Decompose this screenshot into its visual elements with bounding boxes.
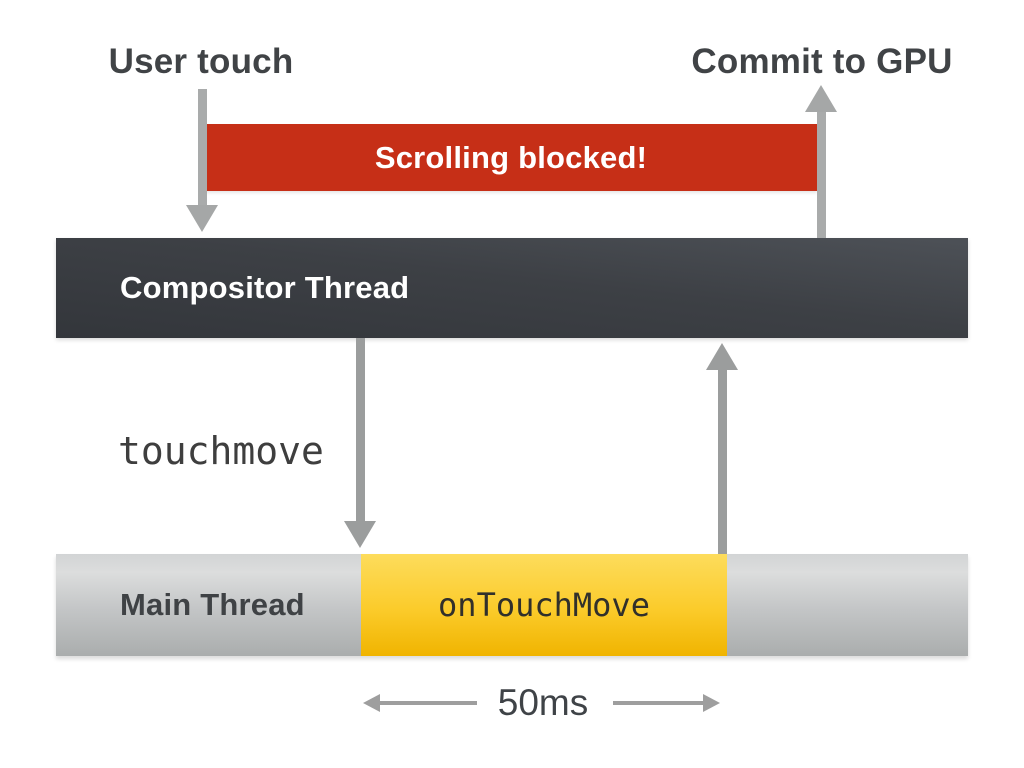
commit-to-gpu-label: Commit to GPU [691,42,953,81]
handler-return-up-arrow-icon [718,369,727,554]
commit-to-gpu-up-arrow-icon [817,111,826,238]
touchmove-dispatch-down-arrowhead-icon [344,521,376,548]
compositor-thread-bar: Compositor Thread [56,238,968,338]
ontouchmove-handler-label: onTouchMove [438,586,650,624]
user-touch-down-arrow-icon [198,89,207,206]
main-thread-bar: Main Thread onTouchMove [56,554,968,656]
ontouchmove-busy-block: onTouchMove [361,554,727,656]
user-touch-label: User touch [108,42,294,81]
user-touch-down-arrowhead-icon [186,205,218,232]
duration-label: 50ms [497,682,589,723]
scrolling-blocked-label: Scrolling blocked! [374,139,648,175]
main-thread-label: Main Thread [120,587,305,622]
touchmove-event-label: touchmove [118,429,324,473]
touchmove-dispatch-down-arrow-icon [356,338,365,522]
handler-return-up-arrowhead-icon [706,343,738,370]
duration-right-arrow-icon [613,701,704,705]
commit-to-gpu-up-arrowhead-icon [805,85,837,112]
duration-right-arrowhead-icon [703,694,720,712]
duration-left-arrow-icon [379,701,477,705]
duration-left-arrowhead-icon [363,694,380,712]
compositor-thread-label: Compositor Thread [120,270,410,305]
scrolling-blocked-banner: Scrolling blocked! [205,124,817,191]
